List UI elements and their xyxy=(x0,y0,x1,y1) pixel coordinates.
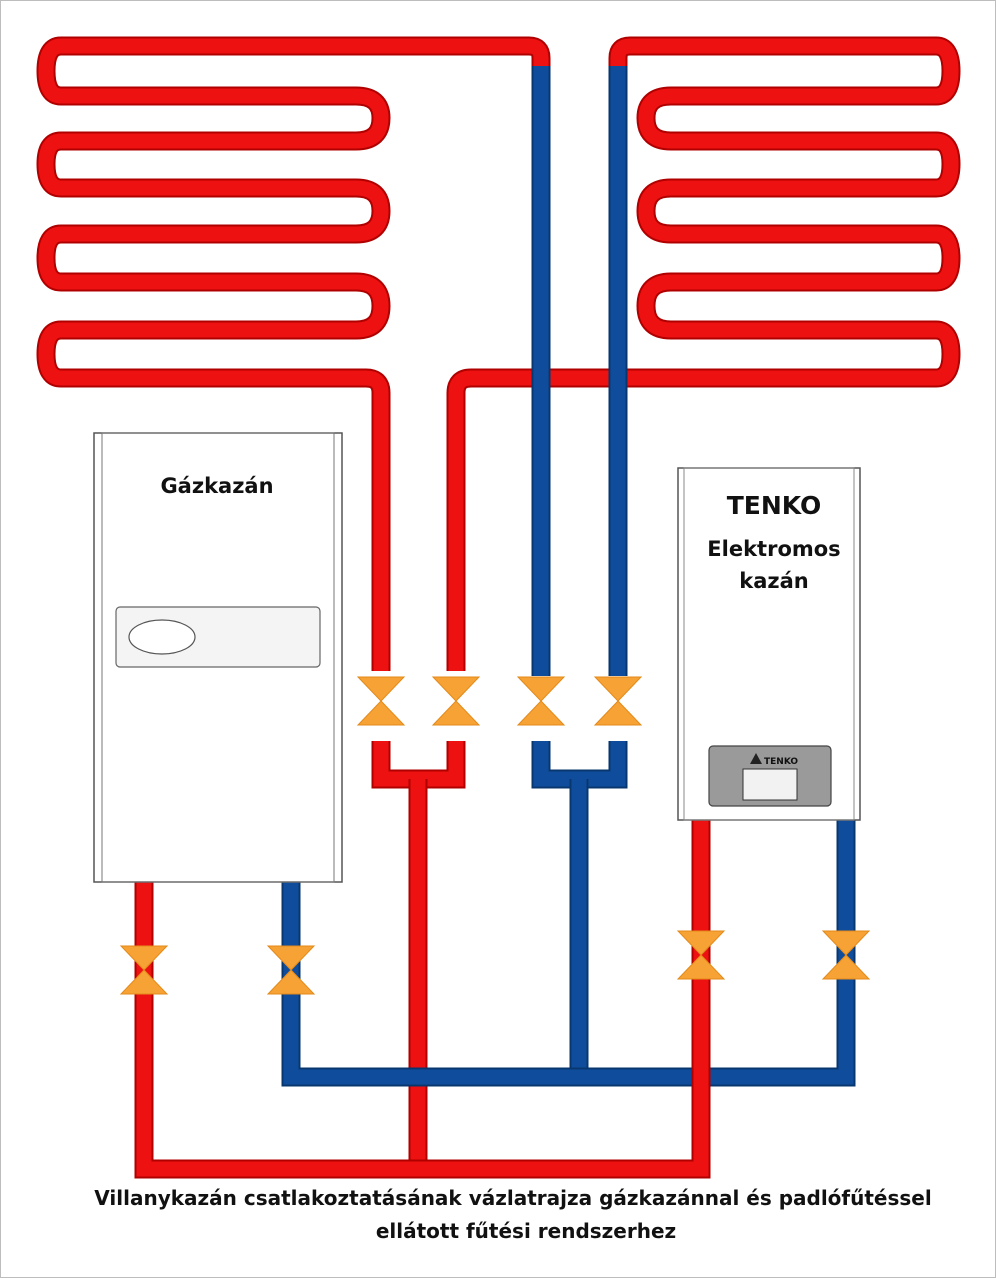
electric-boiler-panel-logo: TENKO xyxy=(764,757,798,767)
electric-boiler-display xyxy=(742,768,798,801)
gas-boiler-label: Gázkazán xyxy=(160,474,273,498)
electric-boiler-brand: TENKO xyxy=(727,491,822,520)
coil-return-pipes xyxy=(531,66,628,676)
floor-heating-coil-right xyxy=(446,36,961,671)
supply-manifold xyxy=(371,741,466,1169)
ball-valve-icon[interactable] xyxy=(677,930,725,980)
electric-boiler-type-line1: Elektromos xyxy=(707,537,840,561)
ball-valve-icon[interactable] xyxy=(517,676,565,726)
boiler-return-line xyxy=(281,819,856,1087)
return-manifold xyxy=(531,741,628,1077)
ball-valve-icon[interactable] xyxy=(120,945,168,995)
ball-valve-icon[interactable] xyxy=(594,676,642,726)
gas-boiler: Gázkazán xyxy=(93,432,343,883)
electric-boiler-type-line2: kazán xyxy=(739,569,808,593)
floor-heating-coil-left xyxy=(36,36,551,671)
caption-line-1: Villanykazán csatlakoztatásának vázlatra… xyxy=(94,1186,931,1210)
ball-valve-icon[interactable] xyxy=(267,945,315,995)
electric-boiler: TENKO Elektromos kazán TENKO xyxy=(677,467,861,821)
ball-valve-icon[interactable] xyxy=(432,676,480,726)
ball-valve-icon[interactable] xyxy=(822,930,870,980)
boiler-display-icon xyxy=(128,619,196,655)
ball-valve-icon[interactable] xyxy=(357,676,405,726)
caption-line-2: ellátott fűtési rendszerhez xyxy=(376,1219,676,1243)
tenko-logo-icon xyxy=(750,753,762,764)
